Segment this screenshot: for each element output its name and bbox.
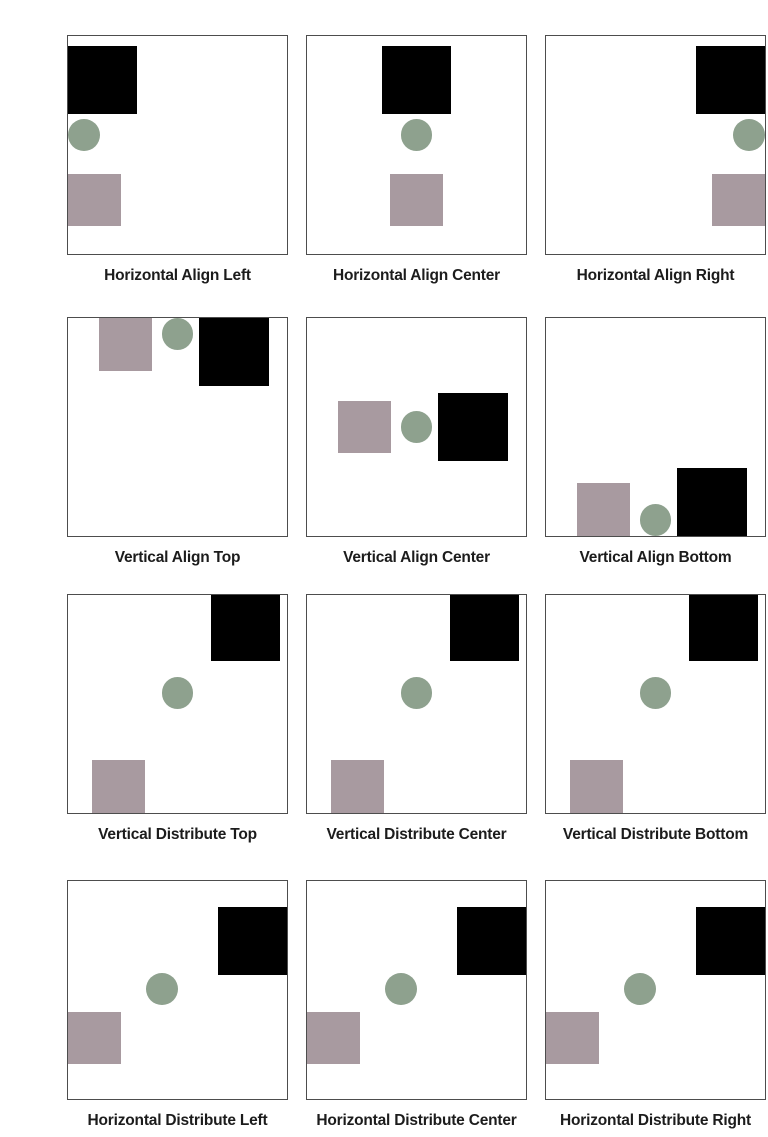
black-square-shape [438,392,508,462]
black-square-shape [210,595,281,662]
panel-label: Horizontal Distribute Right [560,1112,751,1129]
black-square-shape [695,906,765,976]
mauve-square-shape [68,1011,122,1065]
alignment-box [67,35,288,255]
alignment-box [545,594,766,814]
black-square-shape [695,45,765,115]
panel-vertical-align-bottom: Vertical Align Bottom [545,317,766,566]
black-square-shape [68,45,138,115]
circle-shape [624,973,656,1006]
black-square-shape [456,906,526,976]
panel-vertical-align-top: Vertical Align Top [67,317,288,566]
black-square-shape [217,906,287,976]
panel-vertical-align-center: Vertical Align Center [306,317,527,566]
circle-shape [161,318,194,350]
alignment-box [545,317,766,537]
alignment-box [67,317,288,537]
panel-label: Horizontal Align Right [576,267,735,284]
alignment-box [306,35,527,255]
panel-horizontal-distribute-right: Horizontal Distribute Right [545,880,766,1129]
panel-label: Horizontal Align Center [332,267,501,284]
circle-shape [639,504,672,536]
mauve-square-shape [546,1011,600,1065]
mauve-square-shape [68,173,122,227]
circle-shape [400,677,433,709]
alignment-box [67,880,288,1100]
circle-shape [146,973,178,1006]
black-square-shape [381,45,452,115]
mauve-square-shape [330,760,385,813]
panel-vertical-distribute-center: Vertical Distribute Center [306,594,527,843]
panel-vertical-distribute-bottom: Vertical Distribute Bottom [545,594,766,843]
panel-vertical-distribute-top: Vertical Distribute Top [67,594,288,843]
mauve-square-shape [98,318,153,371]
black-square-shape [199,318,269,387]
panel-horizontal-distribute-center: Horizontal Distribute Center [306,880,527,1129]
mauve-square-shape [389,173,444,227]
mauve-square-shape [576,483,631,536]
mauve-square-shape [337,400,392,454]
circle-shape [385,973,417,1006]
panel-horizontal-align-left: Horizontal Align Left [67,35,288,284]
black-square-shape [688,595,759,662]
panel-label: Horizontal Align Left [104,267,251,284]
panel-label: Vertical Distribute Bottom [562,826,749,843]
mauve-square-shape [569,760,624,813]
panel-label: Horizontal Distribute Center [316,1112,517,1129]
panel-label: Horizontal Distribute Left [87,1112,268,1129]
circle-shape [68,119,100,152]
black-square-shape [449,595,520,662]
panel-label: Vertical Align Bottom [579,549,732,566]
panel-label: Vertical Align Center [343,549,490,566]
alignment-box [545,880,766,1100]
circle-shape [733,119,765,152]
circle-shape [400,119,433,152]
panel-label: Vertical Align Top [114,549,241,566]
alignment-box [306,317,527,537]
alignment-box [545,35,766,255]
panel-label: Vertical Distribute Center [326,826,507,843]
panel-horizontal-distribute-left: Horizontal Distribute Left [67,880,288,1129]
alignment-box [306,594,527,814]
panel-label: Vertical Distribute Top [98,826,257,843]
circle-shape [639,677,672,709]
black-square-shape [677,467,747,536]
panel-horizontal-align-center: Horizontal Align Center [306,35,527,284]
mauve-square-shape [91,760,146,813]
panel-horizontal-align-right: Horizontal Align Right [545,35,766,284]
circle-shape [161,677,194,709]
alignment-box [67,594,288,814]
mauve-square-shape [307,1011,361,1065]
circle-shape [400,411,433,443]
mauve-square-shape [711,173,765,227]
alignment-box [306,880,527,1100]
